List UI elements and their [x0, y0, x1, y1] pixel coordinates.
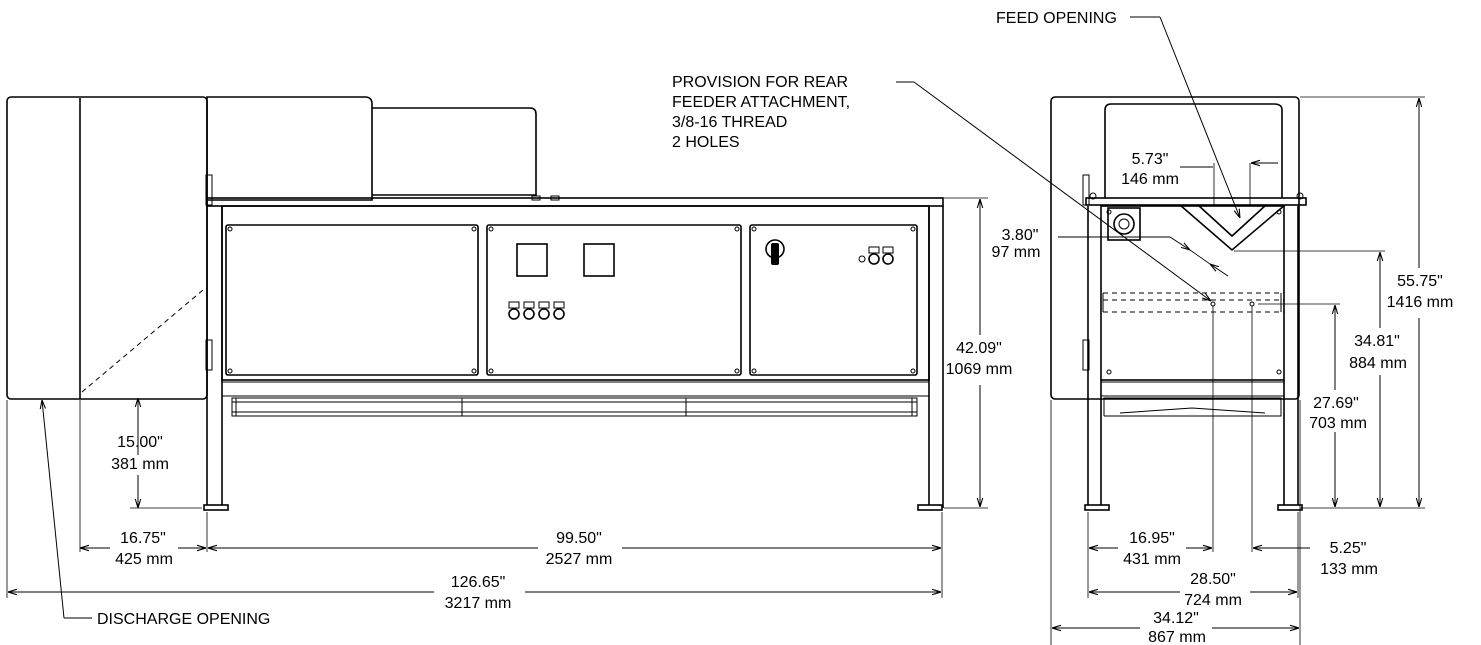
foot-left	[203, 504, 229, 511]
end-housing	[1050, 96, 1300, 400]
feed-chute	[1179, 204, 1286, 252]
dim-overall-width-mm: 867 mm	[1148, 629, 1206, 645]
right-panel-buttons	[858, 246, 894, 265]
dim-frame-length-in: 99.50"	[556, 530, 602, 547]
dim-overall-length-mm: 3217 mm	[445, 595, 512, 612]
rear-feeder-label-3: 3/8-16 THREAD	[672, 114, 787, 131]
disconnect-switch	[765, 239, 785, 265]
dim-discharge-offset-in: 16.75"	[120, 530, 166, 547]
dim-feed-height-in: 34.81"	[1354, 333, 1400, 350]
button-row	[508, 301, 565, 320]
dim-overall-length-in: 126.65"	[451, 574, 506, 591]
control-panel-right	[749, 224, 918, 376]
dim-hole-height-in: 27.69"	[1313, 395, 1359, 412]
foot-right	[917, 504, 943, 511]
dim-overall-height-mm: 1416 mm	[1387, 294, 1454, 311]
dim-feed-width-mm: 146 mm	[1121, 171, 1179, 188]
end-view: FEED OPENING PROVISION FOR REAR FEEDER A…	[672, 10, 1453, 645]
dim-hole-height-mm: 703 mm	[1309, 415, 1367, 432]
discharge-opening-label: DISCHARGE OPENING	[97, 611, 270, 628]
access-panel-left	[225, 224, 479, 376]
feed-opening-label: FEED OPENING	[996, 10, 1117, 27]
motor-cover	[372, 107, 537, 196]
dim-feed-height-mm: 884 mm	[1349, 355, 1407, 372]
side-view: 15.00" 381 mm 16.75" 425 mm 99.50" 2527 …	[6, 96, 1013, 628]
dim-overall-height-in: 55.75"	[1397, 273, 1443, 290]
dim-overall-width-in: 34.12"	[1153, 610, 1199, 627]
rear-feeder-label-4: 2 HOLES	[672, 134, 740, 151]
dim-feed-depth-mm: 97 mm	[992, 244, 1041, 261]
main-frame	[221, 205, 930, 381]
rear-feeder-label-1: PROVISION FOR REAR	[672, 74, 848, 91]
dim-frame-width-mm: 724 mm	[1184, 592, 1242, 609]
dim-frame-length-mm: 2527 mm	[546, 551, 613, 568]
dim-discharge-height-in: 15.00"	[117, 434, 163, 451]
dim-feed-width-in: 5.73"	[1132, 151, 1169, 168]
dim-hole-left-mm: 431 mm	[1123, 551, 1181, 568]
dim-hole-right-mm: 133 mm	[1320, 561, 1378, 578]
dim-discharge-offset-mm: 425 mm	[115, 551, 173, 568]
meter-1	[516, 243, 548, 277]
dim-hole-left-in: 16.95"	[1129, 530, 1175, 547]
end-top-rail	[1085, 197, 1307, 206]
dim-discharge-height-mm: 381 mm	[111, 456, 169, 473]
control-panel-center	[486, 224, 742, 376]
dim-hole-right-in: 5.25"	[1330, 540, 1367, 557]
rear-feeder-label-2: FEEDER ATTACHMENT,	[672, 94, 850, 111]
dim-frame-height-in: 42.09"	[956, 340, 1002, 357]
dim-feed-depth-in: 3.80"	[1002, 227, 1039, 244]
meter-2	[583, 243, 615, 277]
dim-frame-width-in: 28.50"	[1190, 571, 1236, 588]
motor-hood	[206, 96, 373, 201]
discharge-housing	[6, 96, 208, 400]
dim-frame-height-mm: 1069 mm	[946, 361, 1013, 378]
